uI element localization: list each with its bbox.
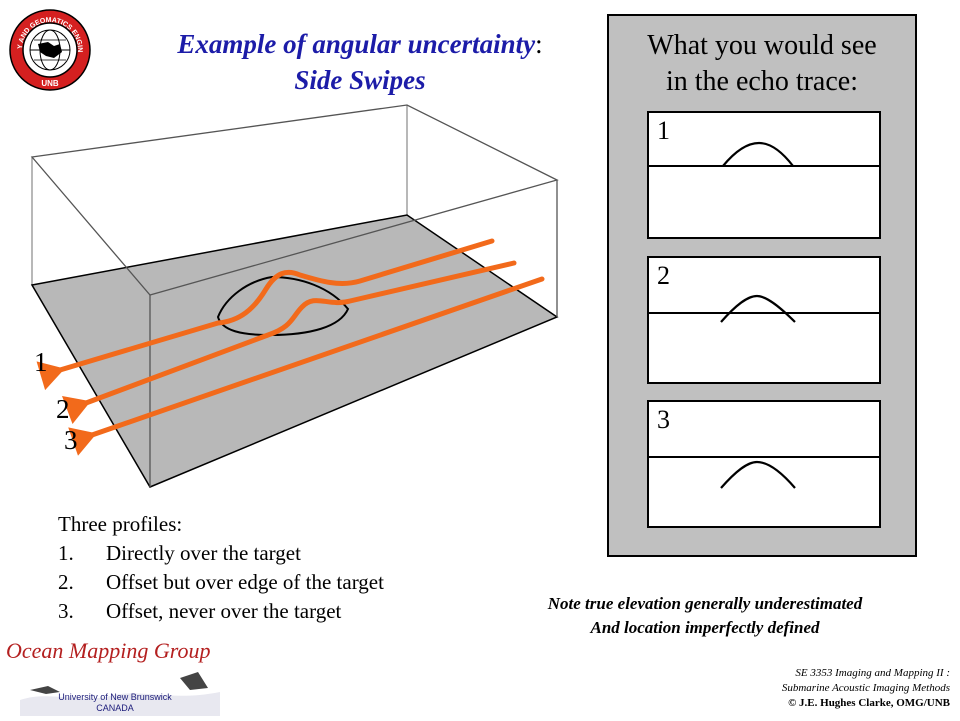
title-colon: :	[535, 29, 543, 59]
profiles-intro: Three profiles:	[58, 512, 183, 536]
trace-label: 1	[657, 116, 670, 145]
profile-label-2: 2	[56, 394, 70, 424]
profile-text: Offset but over edge of the target	[106, 570, 384, 594]
course-line2: Submarine Acoustic Imaging Methods	[781, 682, 950, 694]
box-back-edges	[31, 105, 408, 285]
echo-heading-line2: in the echo trace:	[665, 66, 858, 97]
omg-logo-subtitle: University of New Brunswick CANADA	[40, 692, 190, 714]
echo-trace-panel: What you would see in the echo trace: 1 …	[607, 14, 917, 557]
trace-label: 2	[657, 261, 670, 290]
target-mound	[216, 275, 350, 337]
echo-bump	[720, 460, 796, 489]
track-1	[36, 238, 495, 391]
echo-trace-1: 1	[647, 111, 881, 239]
profile-text: Directly over the target	[106, 541, 301, 565]
profile-label-1: 1	[34, 347, 48, 377]
echo-bump	[722, 141, 794, 167]
seafloor-plane	[30, 214, 559, 488]
side-swipe-diagram: 1 2 3	[0, 95, 600, 500]
omg-logo-title: Ocean Mapping Group	[6, 638, 211, 663]
box-frame	[30, 104, 559, 487]
logo-bottom-text: UNB	[41, 79, 59, 88]
note-text: Note true elevation generally underestim…	[490, 592, 920, 640]
slide-title: Example of angular uncertainty: Side Swi…	[100, 26, 620, 98]
echo-trace-2: 2	[647, 256, 881, 384]
echo-trace-3: 3	[647, 400, 881, 528]
course-info: SE 3353 Imaging and Mapping II : Submari…	[782, 666, 950, 711]
course-line1: SE 3353 Imaging and Mapping II :	[795, 667, 950, 679]
echo-heading-line1: What you would see	[647, 30, 877, 61]
profile-text: Offset, never over the target	[106, 599, 342, 623]
trace-label: 3	[657, 405, 670, 434]
unb-logo: GEODESY AND GEOMATICS ENGINEERING UNB	[5, 3, 92, 97]
profiles-list: Three profiles: 1. Directly over the targ…	[58, 510, 384, 626]
track-2	[62, 260, 517, 425]
profile-label-3: 3	[64, 425, 78, 455]
copyright: © J.E. Hughes Clarke, OMG/UNB	[788, 697, 950, 709]
list-item: 2. Offset but over edge of the target	[58, 568, 384, 597]
track-3	[68, 276, 545, 456]
title-line1: Example of angular uncertainty	[177, 29, 536, 59]
list-item: 1. Directly over the target	[58, 539, 384, 568]
profile-number: 2.	[58, 570, 74, 594]
omg-sub-line1: University of New Brunswick	[58, 692, 172, 702]
echo-bump	[720, 294, 796, 323]
omg-logo-art	[20, 660, 220, 721]
profile-number: 1.	[58, 541, 74, 565]
omg-sub-line2: CANADA	[96, 703, 134, 713]
note-line2: And location imperfectly defined	[590, 618, 820, 637]
note-line1: Note true elevation generally underestim…	[547, 594, 863, 613]
profile-number: 3.	[58, 599, 74, 623]
list-item: 3. Offset, never over the target	[58, 597, 384, 626]
echo-panel-heading: What you would see in the echo trace:	[609, 28, 915, 100]
title-line2: Side Swipes	[294, 65, 426, 95]
